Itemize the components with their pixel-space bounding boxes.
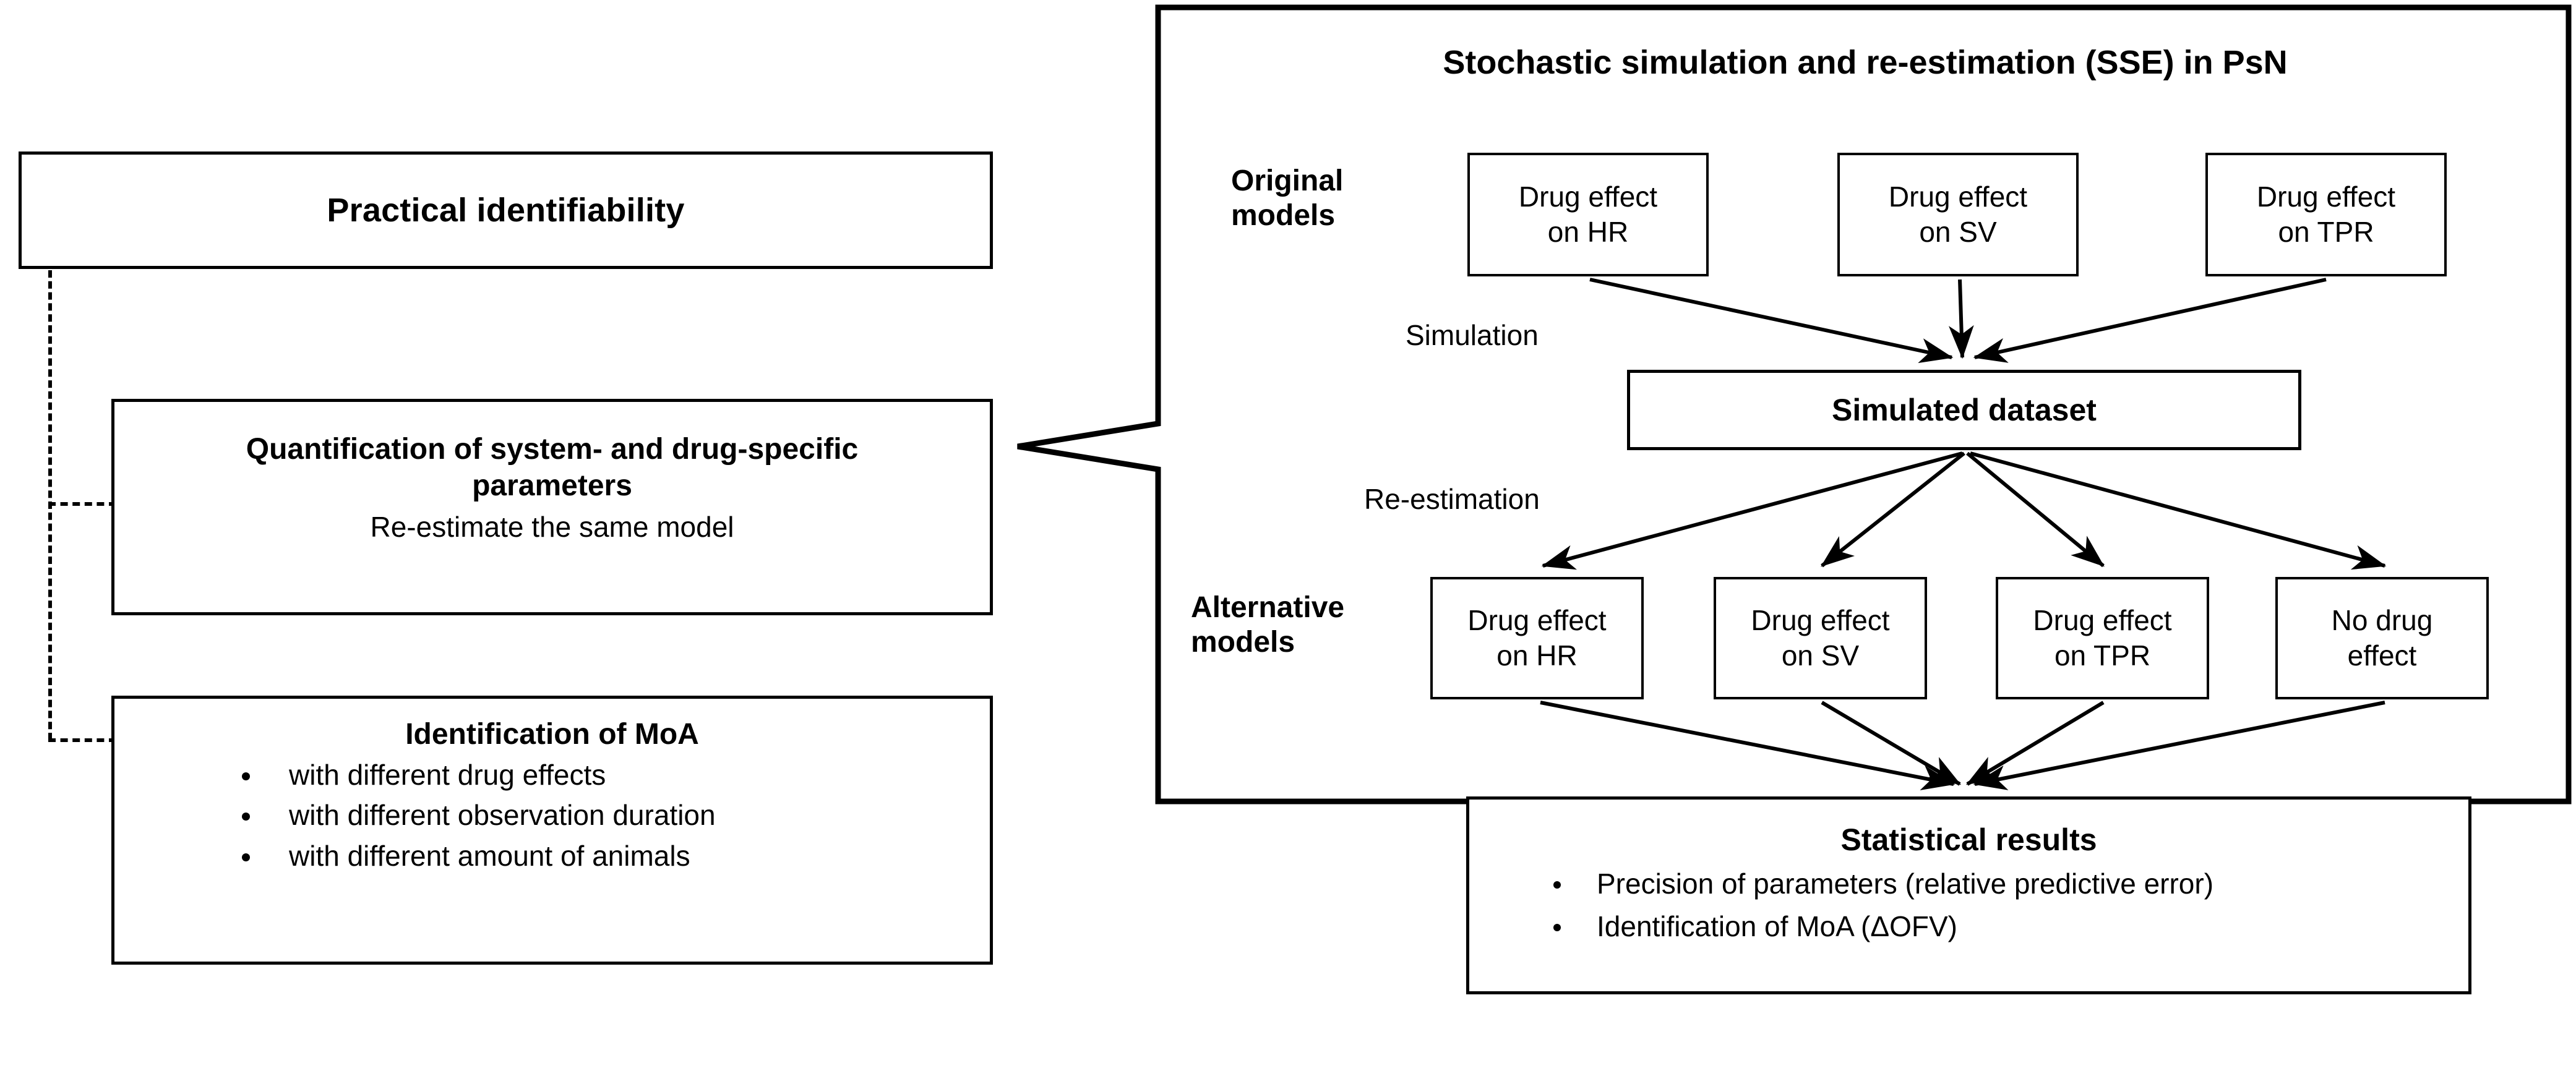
model-box-line1: Drug effect <box>1751 604 1890 636</box>
statistical-results-box[interactable]: Statistical results Precision of paramet… <box>1466 796 2471 994</box>
list-item: with different drug effects <box>232 755 990 795</box>
simulated-dataset-box[interactable]: Simulated dataset <box>1627 370 2301 450</box>
identification-bullet-list: with different drug effects with differe… <box>114 755 990 876</box>
model-box-line1: Drug effect <box>2033 604 2172 636</box>
list-item: Precision of parameters (relative predic… <box>1543 863 2468 905</box>
alternative-model-box-drug-effect-sv[interactable]: Drug effect on SV <box>1714 577 1927 699</box>
row-label-original-models: Original models <box>1231 164 1410 233</box>
row-label-alternative-line1: Alternative <box>1191 591 1345 624</box>
model-box-line2: effect <box>2347 639 2417 672</box>
quantification-box[interactable]: Quantification of system- and drug-speci… <box>111 399 993 615</box>
identification-box[interactable]: Identification of MoA with different dru… <box>111 696 993 965</box>
list-item: with different observation duration <box>232 795 990 835</box>
model-box-line2: on TPR <box>2054 639 2151 672</box>
original-model-box-drug-effect-tpr[interactable]: Drug effect on TPR <box>2205 153 2447 276</box>
dashed-connector-branch-identification <box>48 738 116 742</box>
model-box-line2: on HR <box>1547 216 1629 248</box>
model-box-line2: on HR <box>1496 639 1578 672</box>
alternative-model-box-no-drug-effect[interactable]: No drug effect <box>2275 577 2489 699</box>
quantification-subtitle: Re-estimate the same model <box>370 511 734 544</box>
model-box-line1: No drug <box>2331 604 2433 636</box>
model-box-line1: Drug effect <box>1888 180 2028 213</box>
model-box-line1: Drug effect <box>1518 180 1658 213</box>
model-box-line2: on SV <box>1919 216 1997 248</box>
identification-heading: Identification of MoA <box>405 718 699 751</box>
simulated-dataset-title: Simulated dataset <box>1832 393 2097 427</box>
alternative-model-box-drug-effect-hr[interactable]: Drug effect on HR <box>1430 577 1644 699</box>
list-item: with different amount of animals <box>232 836 990 876</box>
practical-identifiability-title: Practical identifiability <box>327 192 685 229</box>
model-box-line1: Drug effect <box>1467 604 1607 636</box>
row-label-original-line1: Original <box>1231 164 1344 197</box>
statistical-results-title: Statistical results <box>1840 822 2097 857</box>
statistical-results-bullet-list: Precision of parameters (relative predic… <box>1469 863 2468 948</box>
flow-label-simulation: Simulation <box>1406 319 1539 351</box>
original-model-box-drug-effect-sv[interactable]: Drug effect on SV <box>1837 153 2079 276</box>
model-box-line2: on SV <box>1781 639 1860 672</box>
model-box-line1: Drug effect <box>2256 180 2396 213</box>
dashed-connector-branch-quantification <box>48 502 116 506</box>
row-label-alternative-line2: models <box>1191 625 1295 659</box>
original-model-box-drug-effect-hr[interactable]: Drug effect on HR <box>1467 153 1709 276</box>
left-panel: Practical identifiability Quantification… <box>0 0 1083 1084</box>
flow-label-re-estimation: Re-estimation <box>1364 483 1540 515</box>
sse-panel-title: Stochastic simulation and re-estimation … <box>1443 44 2288 81</box>
practical-identifiability-box[interactable]: Practical identifiability <box>19 152 993 269</box>
row-label-original-line2: models <box>1231 198 1336 232</box>
quantification-heading: Quantification of system- and drug-speci… <box>246 433 859 502</box>
alternative-model-box-drug-effect-tpr[interactable]: Drug effect on TPR <box>1996 577 2209 699</box>
model-box-line2: on TPR <box>2278 216 2374 248</box>
list-item: Identification of MoA (ΔOFV) <box>1543 905 2468 948</box>
row-label-alternative-models: Alternative models <box>1191 591 1432 659</box>
